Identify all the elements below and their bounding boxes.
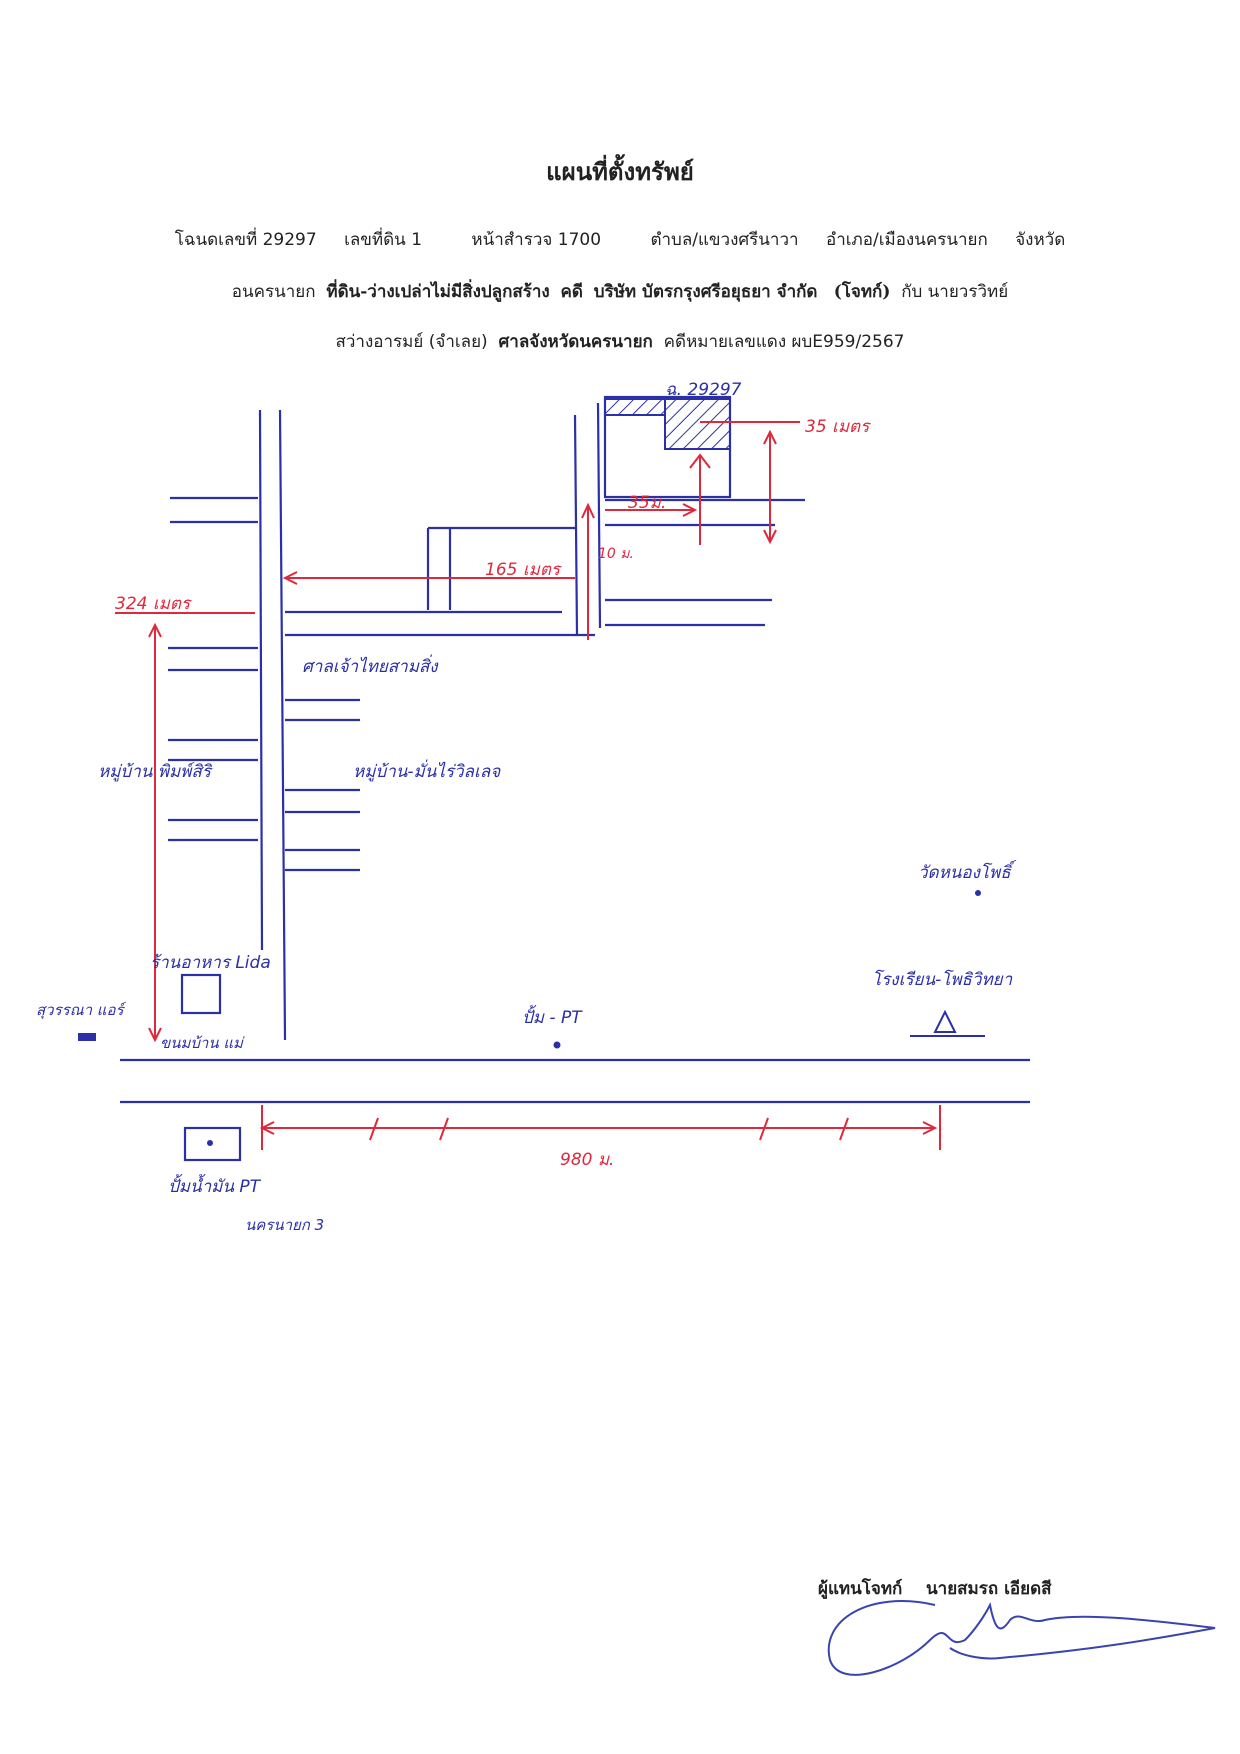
- property-type: ที่ดิน-ว่างเปล่าไม่มีสิ่งปลูกสร้าง: [326, 282, 550, 302]
- signature-scribble: [827, 1600, 1216, 1676]
- shrine-label: ศาลเจ้าไทยสามสิ่ง: [302, 654, 439, 677]
- suwanna-marker-icon: [78, 1033, 96, 1041]
- signature-name: นายสมรถ เอียดสี: [926, 1579, 1052, 1599]
- signature-block: ผู้แทนโจทก์ นายสมรถ เอียดสี: [818, 1575, 1051, 1602]
- temple-label: วัดหนองโพธิ์: [918, 860, 1017, 883]
- gas-station-dot-icon: [207, 1140, 213, 1146]
- land-number: เลขที่ดิน 1: [344, 230, 423, 250]
- school-icon: [910, 1009, 985, 1037]
- plaintiff: บริษัท บัตรกรุงศรีอยุธยา จำกัด: [593, 282, 818, 302]
- case-number: คดีหมายเลขแดง ผบE959/2567: [663, 332, 905, 352]
- school-label: โรงเรียน-โพธิวิทยา: [872, 969, 1013, 990]
- label-980m: 980 ม.: [560, 1150, 614, 1170]
- parcel-hatch: [664, 398, 731, 450]
- page-title: แผนที่ตั้งทรัพย์: [546, 157, 694, 186]
- measurements: [115, 421, 941, 1150]
- header-line-3: สว่างอารมย์ (จำเลย) ศาลจังหวัดนครนายก คด…: [0, 328, 1240, 355]
- province: อนครนายก: [231, 282, 316, 302]
- gas-pt-dot-icon: [553, 1041, 561, 1049]
- suwanna-label: สุวรรณา แอร์: [36, 1001, 127, 1019]
- label-165m: 165 เมตร: [485, 560, 562, 580]
- case-prefix: คดี: [560, 282, 583, 302]
- deed-number: โฉนดเลขที่ 29297: [174, 230, 317, 250]
- plaintiff-role: (โจทก์): [833, 282, 891, 302]
- label-35m-right: 35 เมตร: [805, 417, 871, 437]
- label-324m: 324 เมตร: [115, 594, 192, 614]
- defendant: สว่างอารมย์ (จำเลย): [335, 332, 488, 352]
- restaurant-label: ร้านอาหาร Lida: [150, 953, 271, 973]
- parcel-label: ฉ. 29297: [665, 380, 742, 400]
- parcel-hatch-top: [604, 398, 666, 416]
- defendant-first: กับ นายวรวิทย์: [901, 282, 1009, 302]
- survey-page: หน้าสำรวจ 1700: [471, 230, 602, 250]
- village-right-label: หมู่บ้าน-มั่นไร่วิลเลจ: [353, 759, 501, 782]
- gas-station-label: ปั้มน้ำมัน PT: [168, 1173, 262, 1197]
- court: ศาลจังหวัดนครนายก: [498, 332, 653, 352]
- subdistrict: ตำบล/แขวงศรีนาวา: [650, 230, 799, 250]
- roads: [120, 395, 1030, 1162]
- sweets-label: ขนมบ้าน แม่: [160, 1034, 245, 1052]
- label-35m: 35ม.: [628, 493, 666, 513]
- road-name-label: นครนายก 3: [245, 1216, 324, 1234]
- village-left-label: หมู่บ้าน พิมพ์สิริ: [98, 762, 213, 782]
- header-line-1: โฉนดเลขที่ 29297 เลขที่ดิน 1 หน้าสำรวจ 1…: [0, 226, 1240, 253]
- label-10m: 10 ม.: [598, 546, 634, 562]
- header-line-2: อนครนายก ที่ดิน-ว่างเปล่าไม่มีสิ่งปลูกสร…: [0, 278, 1240, 305]
- temple-dot-icon: [975, 890, 981, 896]
- district: อำเภอ/เมืองนครนายก: [825, 230, 988, 250]
- signature-role: ผู้แทนโจทก์: [818, 1579, 903, 1599]
- province-label: จังหวัด: [1015, 230, 1066, 250]
- gas-pt-label: ปั้ม - PT: [522, 1004, 583, 1028]
